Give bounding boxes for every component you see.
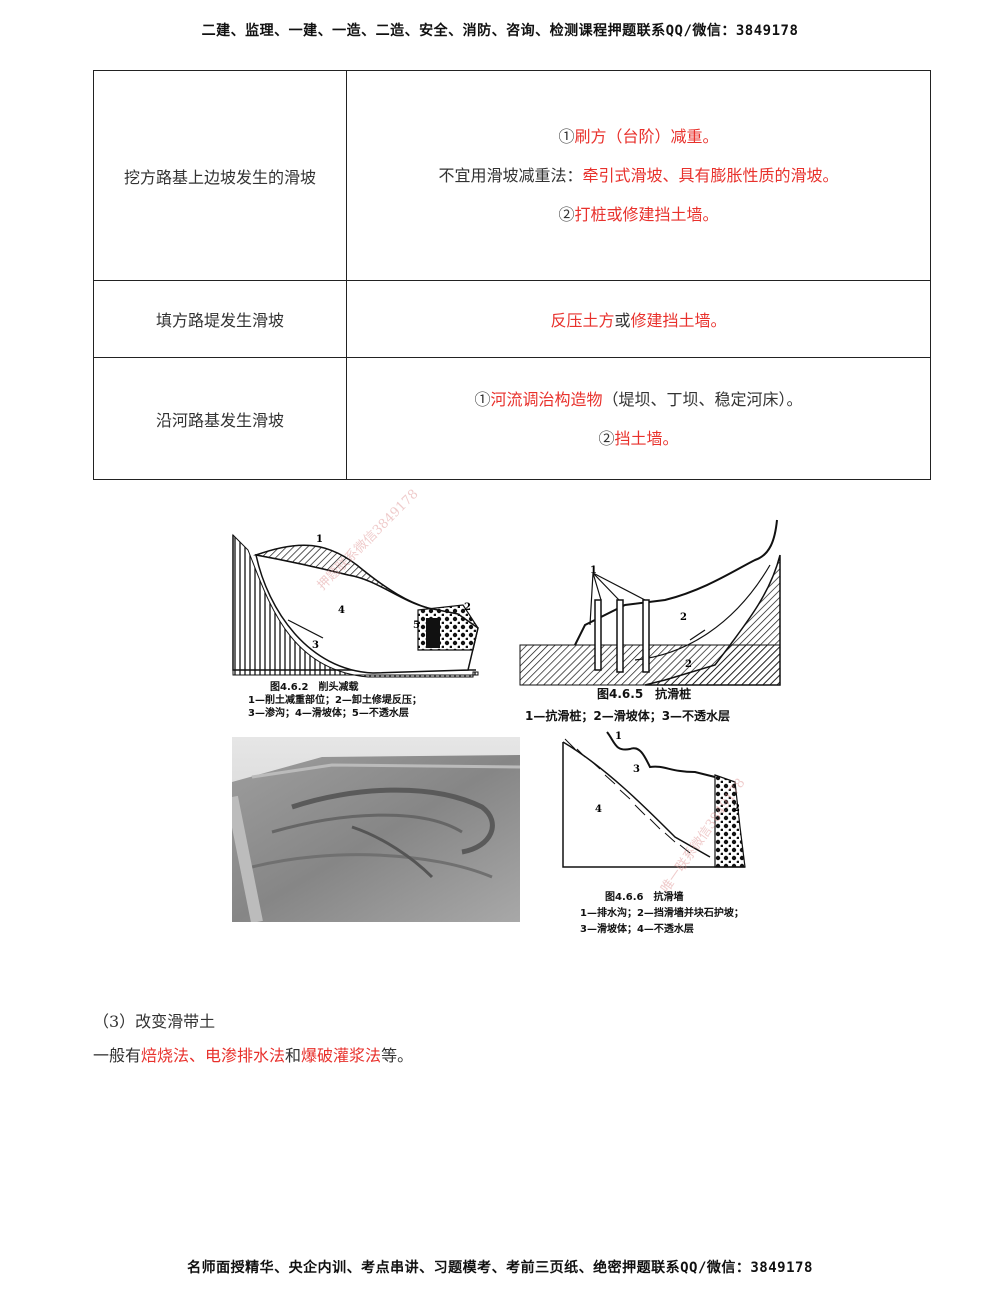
landslide-site-photo: [232, 737, 520, 922]
plain-text: 一般有: [93, 1046, 142, 1065]
situation-cell: 填方路堤发生滑坡: [93, 280, 347, 358]
figure-legend-line: 1—削土减重部位；2—卸土修堤反压；: [248, 693, 422, 706]
section-paragraph: 一般有焙烧法、电渗排水法和爆破灌浆法等。: [93, 1042, 413, 1066]
label-4: 4: [595, 804, 602, 815]
figure-title: 图4.6.6 抗滑墙: [605, 890, 683, 903]
page-footer: 名师面授精华、央企内训、考点串讲、习题模考、考前三页纸、绝密押题联系QQ/微信：…: [187, 1260, 813, 1276]
table-row: 挖方路基上边坡发生的滑坡 ①刷方（台阶）减重。 不宜用滑坡减重法：牵引式滑坡、具…: [93, 70, 931, 281]
plain-text: 等。: [381, 1046, 414, 1065]
table-row: 沿河路基发生滑坡 ①河流调治构造物（堤坝、丁坝、稳定河床）。 ②挡土墙。: [93, 357, 931, 480]
figure-title: 图4.6.5 抗滑桩: [597, 686, 691, 701]
plain-text: 或: [614, 311, 631, 330]
label-3: 3: [312, 640, 319, 651]
page-header: 二建、监理、一建、一造、二造、安全、消防、咨询、检测课程押题联系QQ/微信：38…: [201, 23, 799, 39]
figure-legend-line: 1—抗滑桩；2—滑坡体；3—不透水层: [525, 708, 730, 723]
label-5: 5: [413, 620, 420, 631]
figure-head-unloading: 1 2 3 4 5 图4.6.2 削头减载 1—削土减重部位；2—卸土修堤反压；…: [232, 533, 479, 719]
landslide-treatment-table: 挖方路基上边坡发生的滑坡 ①刷方（台阶）减重。 不宜用滑坡减重法：牵引式滑坡、具…: [93, 70, 931, 480]
key-term: 河流调治构造物: [490, 389, 603, 409]
figure-anti-slide-wall: 1 2 3 4 图4.6.6 抗滑墙 1—排水沟；2—挡滑墙并块石护坡； 3—滑…: [562, 731, 746, 935]
key-term: 爆破灌浆法: [301, 1046, 382, 1065]
circled-number: ②: [598, 428, 615, 448]
key-term: 反压土方: [550, 311, 615, 330]
figure-title: 图4.6.2 削头减载: [270, 680, 358, 693]
key-term: 修建挡土墙。: [630, 311, 727, 330]
label-2: 2: [464, 602, 471, 613]
label-3: 3: [633, 764, 640, 775]
label-1: 1: [590, 565, 597, 576]
measure-cell: 反压土方或修建挡土墙。: [346, 280, 931, 358]
plain-text: 不宜用滑坡减重法：: [438, 166, 583, 185]
measure-line: ①刷方（台阶）减重。: [348, 117, 929, 156]
situation-cell: 沿河路基发生滑坡: [93, 357, 347, 480]
figure-anti-slide-pile: 1 2 2 图4.6.5 抗滑桩 1—抗滑桩；2—滑坡体；3—不透水层: [519, 519, 781, 723]
situation-cell: 挖方路基上边坡发生的滑坡: [93, 70, 347, 281]
plain-text: 和: [285, 1046, 302, 1065]
measure-cell: ①河流调治构造物（堤坝、丁坝、稳定河床）。 ②挡土墙。: [346, 357, 931, 480]
circled-number: ②: [558, 205, 575, 224]
circled-number: ①: [474, 389, 491, 409]
key-term: 牵引式滑坡、具有膨胀性质的滑坡。: [582, 166, 839, 185]
measure-line: ②挡土墙。: [348, 419, 929, 458]
figure-legend-line: 3—滑坡体；4—不透水层: [580, 922, 694, 935]
section-heading: （3）改变滑带土: [93, 1012, 216, 1031]
table-row: 填方路堤发生滑坡 反压土方或修建挡土墙。: [93, 280, 931, 358]
plain-text: （堤坝、丁坝、稳定河床）。: [602, 389, 803, 409]
measure-line: ①河流调治构造物（堤坝、丁坝、稳定河床）。: [348, 380, 929, 419]
label-1: 1: [615, 731, 622, 742]
label-2: 2: [733, 803, 740, 814]
key-term: 打桩或修建挡土墙。: [574, 205, 719, 224]
measure-cell: ①刷方（台阶）减重。 不宜用滑坡减重法：牵引式滑坡、具有膨胀性质的滑坡。 ②打桩…: [346, 70, 931, 281]
figure-legend-line: 3—渗沟；4—滑坡体；5—不透水层: [248, 706, 409, 719]
label-4: 4: [338, 605, 345, 616]
figure-legend-line: 1—排水沟；2—挡滑墙并块石护坡；: [580, 906, 744, 919]
measure-line: ②打桩或修建挡土墙。: [348, 195, 929, 234]
label-2: 2: [685, 659, 692, 670]
label-2: 2: [680, 612, 687, 623]
key-term: 焙烧法、电渗排水法: [141, 1046, 286, 1065]
key-term: 刷方（台阶）减重。: [574, 127, 719, 146]
key-term: 挡土墙。: [614, 428, 679, 448]
label-1: 1: [316, 534, 323, 545]
measure-line: 不宜用滑坡减重法：牵引式滑坡、具有膨胀性质的滑坡。: [348, 156, 929, 195]
circled-number: ①: [558, 127, 575, 146]
